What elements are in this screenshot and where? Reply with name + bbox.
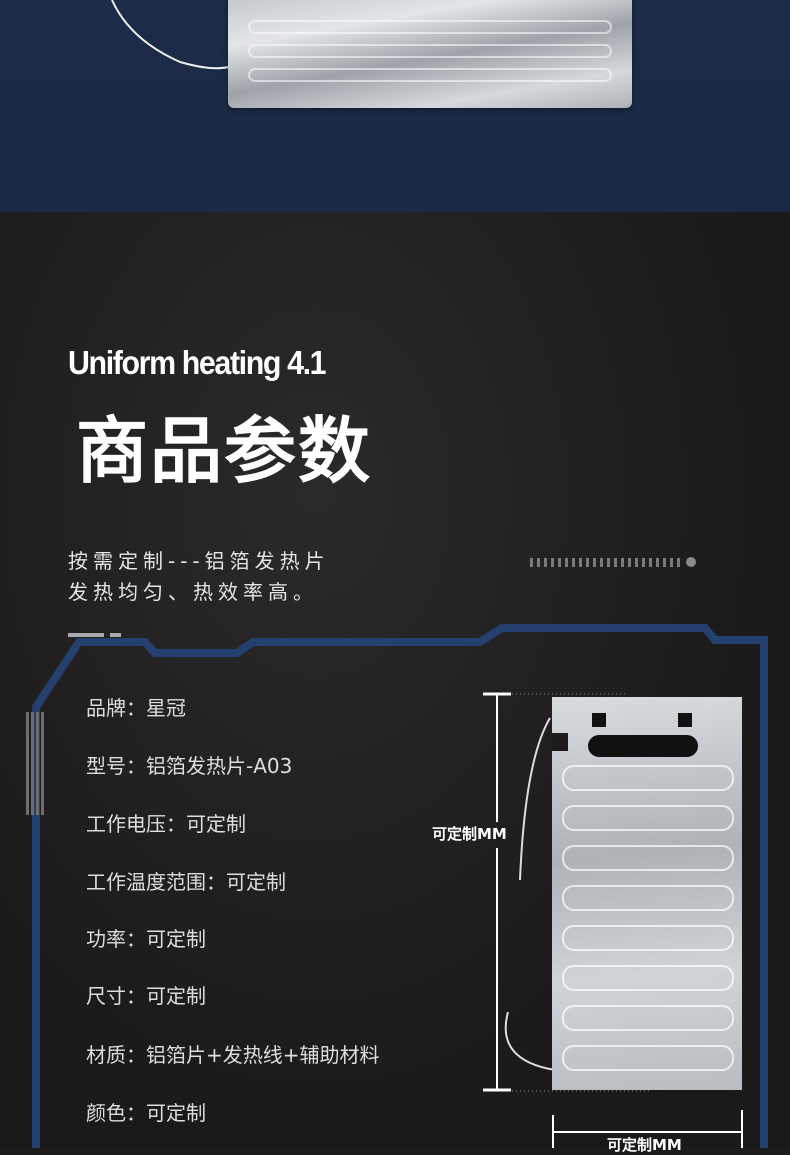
height-dimension-label: 可定制MM: [432, 825, 507, 843]
spec-voltage: 工作电压：可定制: [86, 812, 246, 836]
spec-size: 尺寸：可定制: [86, 984, 206, 1008]
width-dimension-label: 可定制MM: [607, 1136, 682, 1154]
section-title: 商品参数: [76, 409, 373, 493]
decor-dots: [530, 558, 680, 567]
spec-color: 颜色：可定制: [86, 1101, 206, 1125]
product-photo-foil: [228, 0, 632, 108]
english-heading: Uniform heating 4.1: [68, 344, 327, 381]
spec-brand: 品牌：星冠: [86, 696, 186, 720]
product-photo-heater-sheet: [552, 697, 742, 1090]
spec-power: 功率：可定制: [86, 927, 206, 951]
intro-line-2: 发热均匀、热效率高。: [68, 580, 318, 604]
spec-model: 型号：铝箔发热片-A03: [86, 754, 293, 778]
intro-line-1: 按需定制---铝箔发热片: [68, 549, 330, 573]
wire-icon: [111, 0, 233, 70]
spec-material: 材质：铝箔片+发热线+辅助材料: [86, 1043, 380, 1067]
decor-dot: [686, 557, 696, 567]
spec-temperature: 工作温度范围：可定制: [86, 870, 286, 894]
top-banner: [0, 0, 790, 212]
